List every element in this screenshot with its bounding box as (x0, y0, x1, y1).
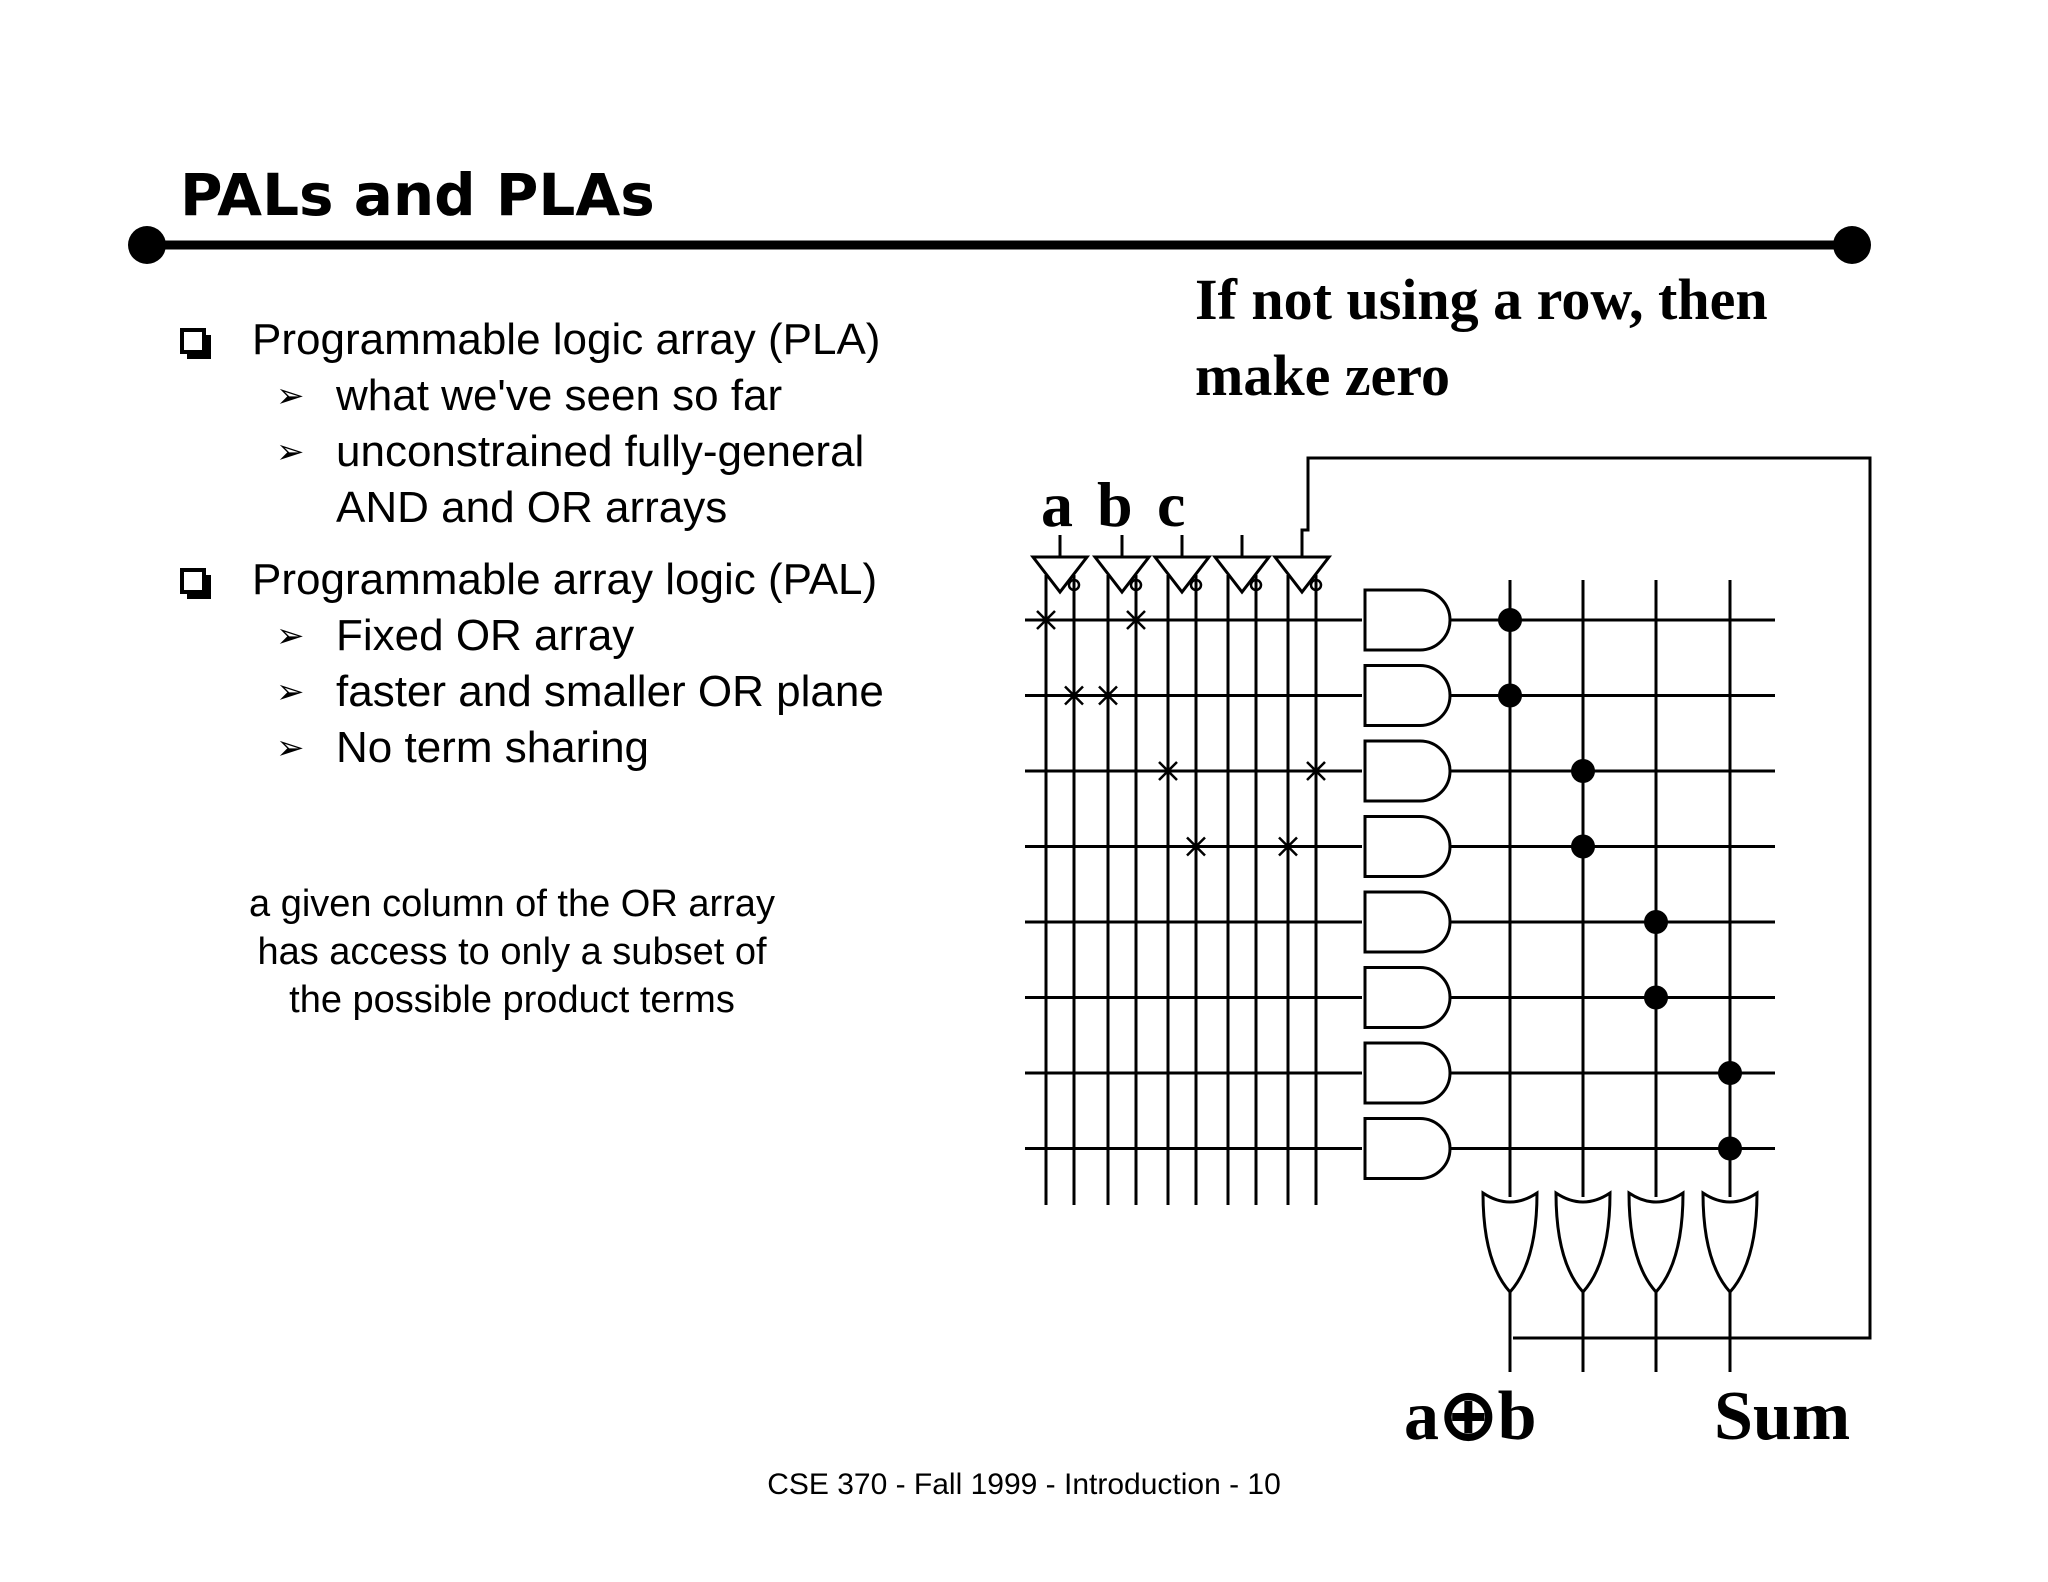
or-gate-icon (1481, 1190, 1539, 1295)
or-connection-dot (1571, 759, 1595, 783)
sub-bullet-text: what we've seen so far (336, 371, 783, 420)
or-gate-icon (1627, 1190, 1685, 1295)
checkbox-bullet-icon (180, 568, 211, 599)
fuse-connection-mark (1126, 610, 1146, 630)
buffer-icon (1151, 555, 1213, 595)
and-gate-icon (1363, 890, 1452, 954)
input-label-b: b (1097, 469, 1133, 540)
bullet-pla: Programmable logic array (PLA) (180, 312, 940, 368)
or-connection-dot (1498, 608, 1522, 632)
note-line: has access to only a subset of (257, 931, 767, 973)
note-line: a given column of the OR array (249, 883, 775, 925)
sub-bullet-text: faster and smaller OR plane (336, 667, 884, 716)
fuse-connection-mark (1098, 685, 1118, 706)
fuse-connection-mark (1064, 685, 1084, 706)
pla-subbullets: ➢ what we've seen so far ➢ unconstrained… (180, 368, 940, 536)
output-label-sum: Sum (1714, 1378, 1851, 1455)
rule-right-dot (1833, 226, 1871, 264)
note-line: the possible product terms (289, 979, 735, 1021)
arrowhead-bullet-icon: ➢ (276, 433, 305, 471)
or-connection-dot (1718, 1061, 1742, 1085)
arrowhead-bullet-icon: ➢ (276, 377, 305, 415)
or-gate-icon (1554, 1190, 1612, 1295)
rule-left-dot (128, 226, 166, 264)
output-label-xor: a⊕b (1404, 1378, 1537, 1455)
and-gate-icon (1363, 588, 1452, 652)
arrowhead-bullet-icon: ➢ (276, 729, 305, 767)
callout-note: If not using a row, then make zero (1195, 262, 1768, 414)
input-label-a: a (1041, 469, 1073, 540)
sub-bullet: ➢ unconstrained fully-general (180, 424, 940, 480)
bullet-list: Programmable logic array (PLA) ➢ what we… (180, 312, 940, 792)
sub-bullet-text: unconstrained fully-general (336, 427, 865, 476)
or-connection-dot (1571, 834, 1595, 859)
sub-bullet: ➢ No term sharing (180, 720, 940, 776)
checkbox-bullet-icon (180, 328, 211, 359)
or-array-note: a given column of the OR array has acces… (212, 880, 812, 1024)
or-connection-dot (1718, 1136, 1742, 1161)
and-gate-icon (1363, 739, 1452, 803)
sub-bullet-continuation: AND and OR arrays (180, 480, 940, 536)
input-label-c: c (1157, 469, 1186, 540)
or-connection-dot (1644, 910, 1668, 934)
bullet-pla-text: Programmable logic array (PLA) (252, 315, 881, 364)
sub-bullet: ➢ what we've seen so far (180, 368, 940, 424)
fuse-connection-mark (1036, 610, 1056, 630)
sub-bullet-text: No term sharing (336, 723, 650, 772)
or-connection-dot (1498, 683, 1522, 708)
sub-bullet-text: Fixed OR array (336, 611, 635, 660)
callout-line: make zero (1195, 343, 1450, 408)
bullet-pal: Programmable array logic (PAL) (180, 552, 940, 608)
and-gate-icon (1363, 966, 1452, 1029)
fuse-connection-mark (1306, 761, 1326, 781)
and-gate-icon (1363, 1041, 1452, 1105)
and-gate-icon (1363, 815, 1452, 878)
sub-bullet: ➢ Fixed OR array (180, 608, 940, 664)
or-gate-icon (1701, 1190, 1759, 1295)
fuse-connection-mark (1278, 836, 1298, 857)
slide-footer: CSE 370 - Fall 1999 - Introduction - 10 (767, 1468, 1281, 1501)
sub-bullet: ➢ faster and smaller OR plane (180, 664, 940, 720)
and-gate-icon (1363, 664, 1452, 727)
callout-line: If not using a row, then (1195, 267, 1768, 332)
arrowhead-bullet-icon: ➢ (276, 617, 305, 655)
slide-title: PALs and PLAs (180, 161, 655, 229)
sub-bullet-text: AND and OR arrays (336, 483, 728, 532)
feedback-wire (1300, 456, 1872, 1340)
fuse-connection-mark (1158, 761, 1178, 781)
and-gate-icon (1363, 1117, 1452, 1180)
pal-subbullets: ➢ Fixed OR array ➢ faster and smaller OR… (180, 608, 940, 776)
buffer-icon (1091, 555, 1153, 595)
fuse-connection-mark (1186, 836, 1206, 857)
arrowhead-bullet-icon: ➢ (276, 673, 305, 711)
or-connection-dot (1644, 985, 1668, 1010)
buffer-icon (1029, 555, 1091, 595)
bullet-pal-text: Programmable array logic (PAL) (252, 555, 878, 604)
buffer-icon (1211, 555, 1273, 595)
